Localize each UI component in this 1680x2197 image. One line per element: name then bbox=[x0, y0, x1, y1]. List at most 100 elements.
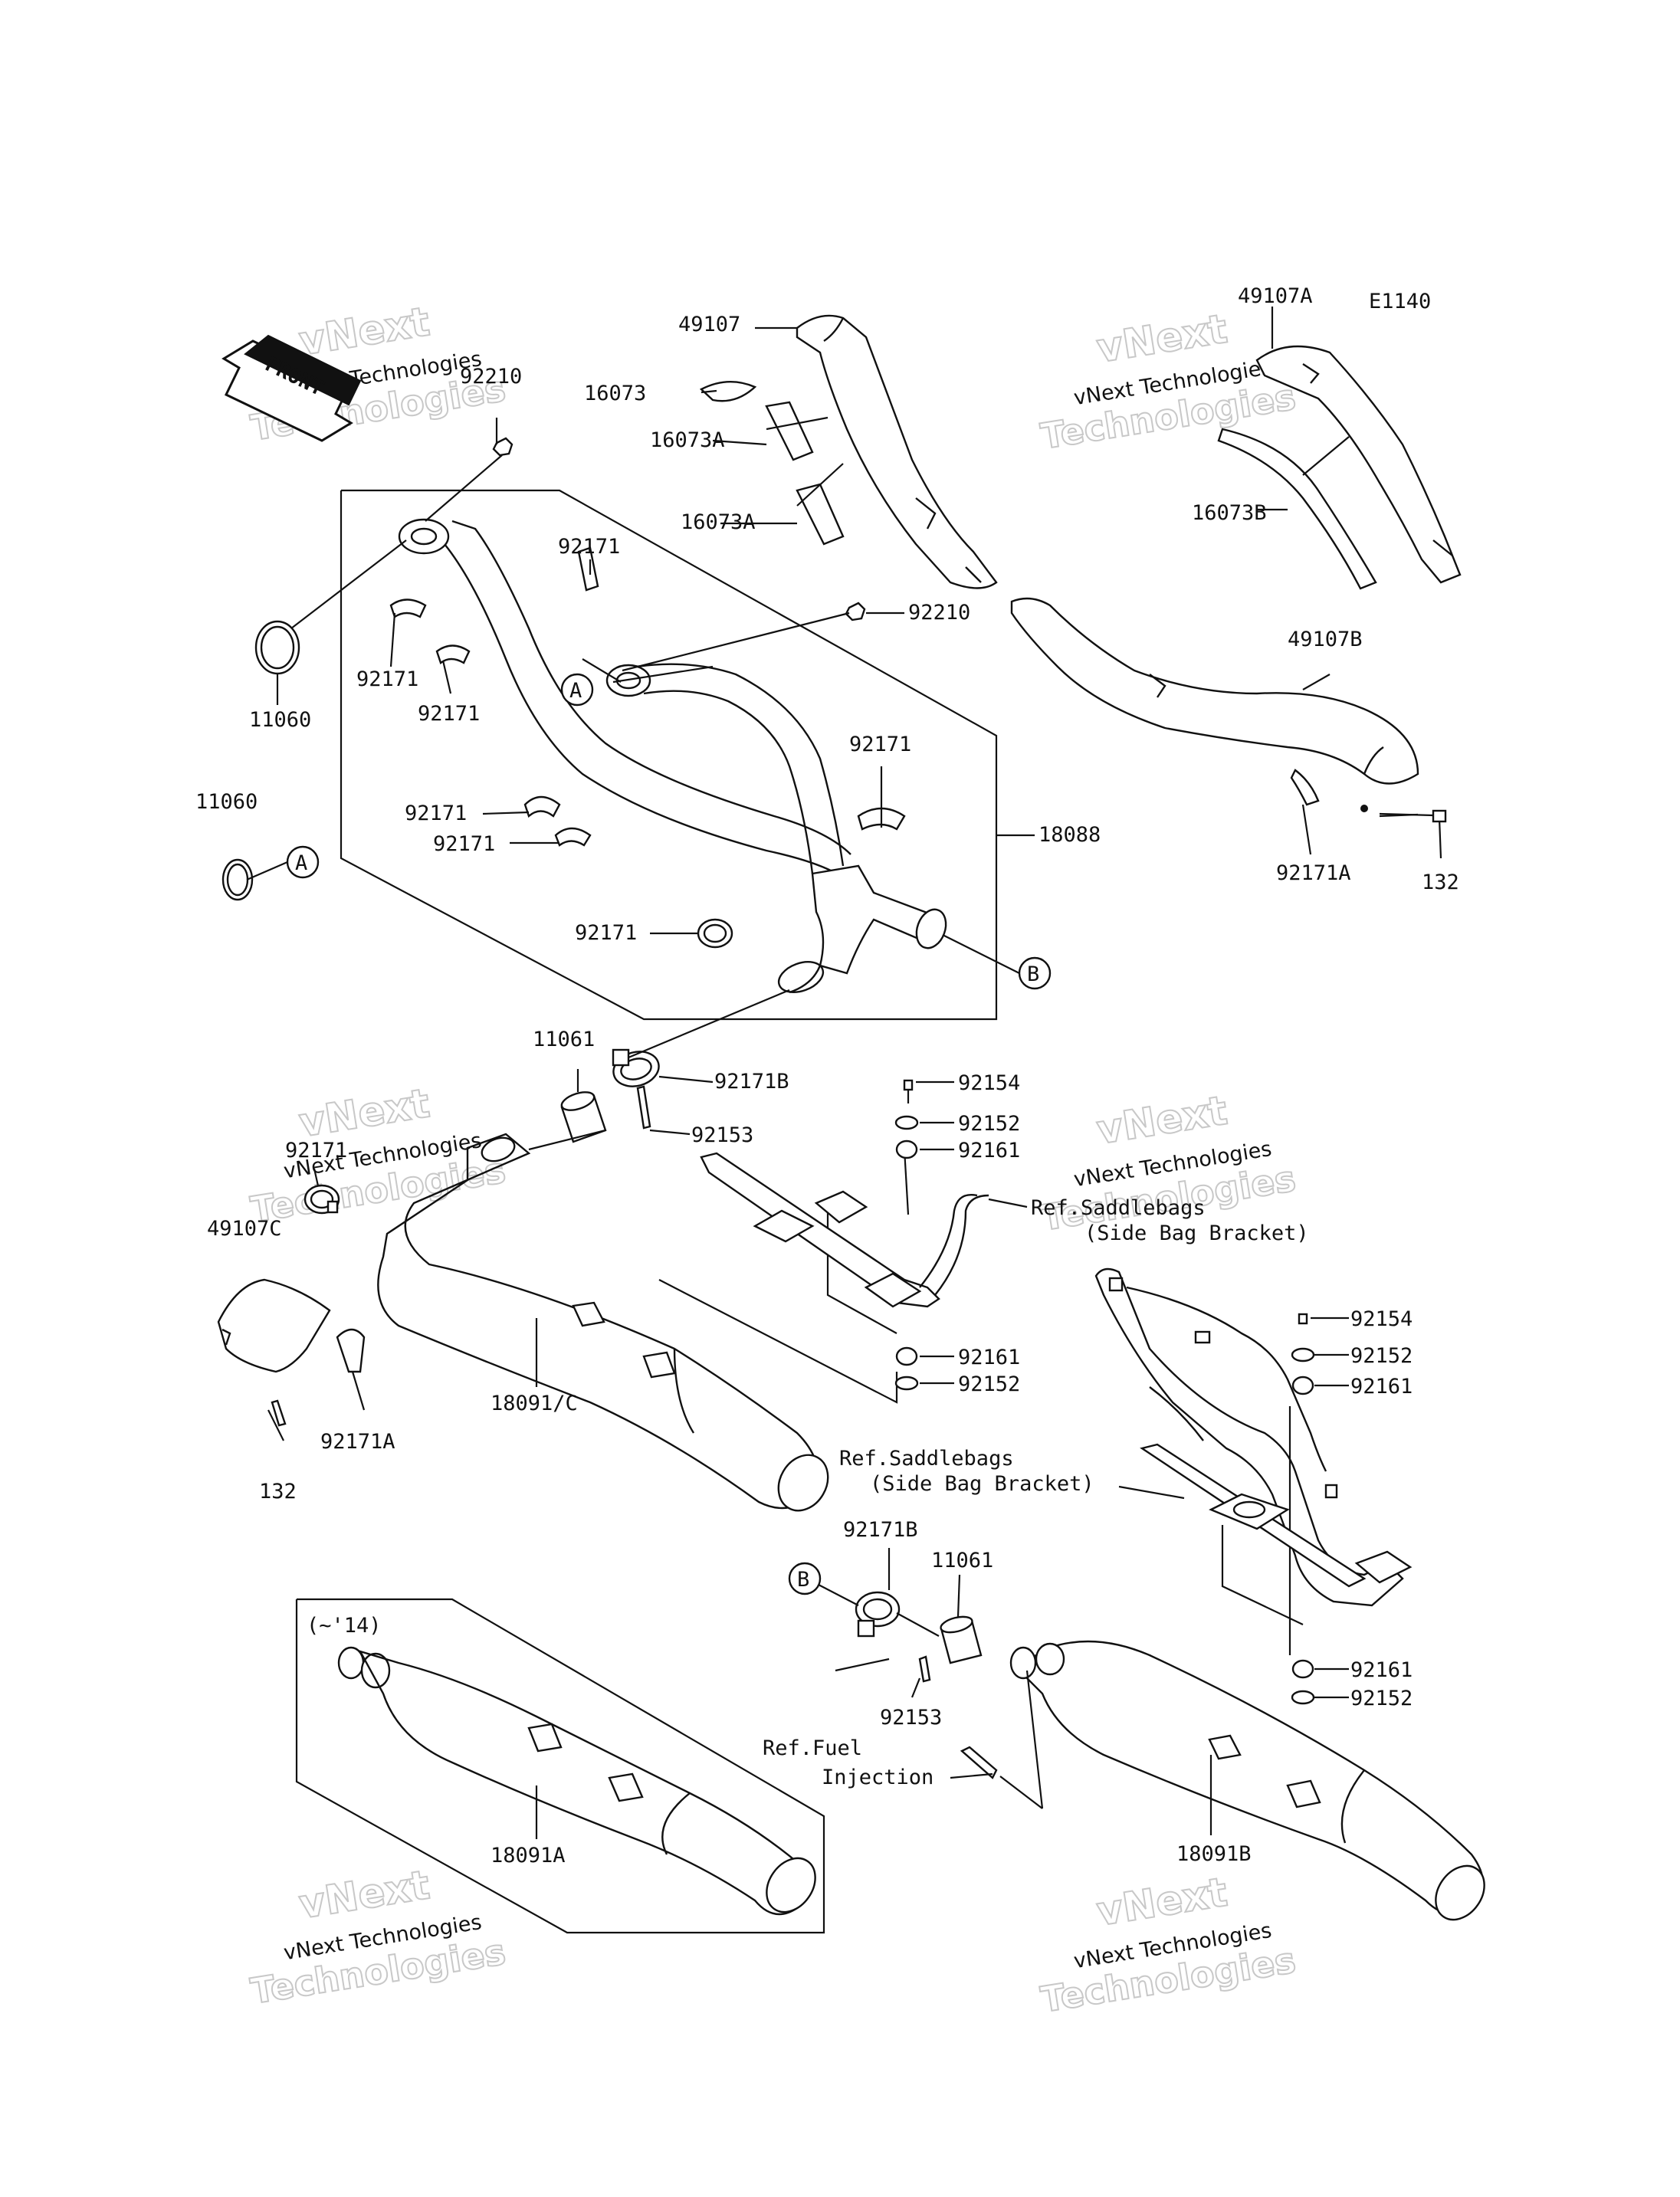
label-92171-7: 92171 bbox=[575, 921, 637, 945]
bolt-132-lower bbox=[271, 1399, 287, 1427]
hardware-stack-upper bbox=[894, 1079, 954, 1391]
clamp-92171B-lower bbox=[855, 1591, 901, 1638]
svg-text:vNext: vNext bbox=[1094, 1088, 1230, 1154]
nut-92210-1 bbox=[492, 437, 514, 457]
label-49107B: 49107B bbox=[1288, 628, 1363, 651]
watermark-top-right: vNext Technologies vNext Technologies bbox=[1037, 306, 1299, 458]
heat-guard-49107B bbox=[1010, 597, 1419, 806]
label-92152-1: 92152 bbox=[958, 1112, 1020, 1136]
label-11061-2: 11061 bbox=[931, 1549, 993, 1572]
label-92152-2: 92152 bbox=[958, 1372, 1020, 1396]
label-92171-1: 92171 bbox=[558, 535, 620, 559]
svg-text:vNext: vNext bbox=[296, 1080, 432, 1146]
label-18088: 18088 bbox=[1039, 823, 1101, 847]
leader-lines-upper bbox=[246, 307, 1442, 974]
svg-text:A: A bbox=[569, 679, 582, 703]
label-92171-4: 92171 bbox=[405, 802, 467, 825]
svg-text:vNext: vNext bbox=[296, 1862, 432, 1928]
ref-saddlebags-lower-2: (Side Bag Bracket) bbox=[870, 1472, 1094, 1496]
clamp-92171-group bbox=[389, 546, 906, 949]
sleeve-11061-lower bbox=[940, 1615, 983, 1664]
label-16073: 16073 bbox=[584, 382, 646, 405]
label-92161-3: 92161 bbox=[1350, 1375, 1413, 1399]
label-16073B: 16073B bbox=[1192, 501, 1267, 525]
ref-saddlebags-upper-2: (Side Bag Bracket) bbox=[1084, 1221, 1309, 1245]
sleeve-11061-upper bbox=[560, 1091, 607, 1143]
callout-a-2: A bbox=[286, 845, 320, 879]
label-variant-note: (~'14) bbox=[307, 1614, 382, 1638]
svg-text:B: B bbox=[1027, 962, 1039, 986]
label-92161-4: 92161 bbox=[1350, 1658, 1413, 1682]
callout-b-1: B bbox=[1018, 956, 1052, 990]
header-pipe-18088 bbox=[398, 518, 947, 994]
callout-a-1: A bbox=[560, 673, 594, 707]
bolt-92153-upper bbox=[636, 1085, 651, 1130]
diagram-code: E1140 bbox=[1369, 290, 1431, 313]
label-16073A-2: 16073A bbox=[681, 510, 756, 534]
gasket-11060-1 bbox=[254, 620, 300, 675]
ref-saddlebags-upper-1: Ref.Saddlebags bbox=[1031, 1196, 1206, 1220]
label-92210-1: 92210 bbox=[460, 365, 522, 389]
label-49107: 49107 bbox=[678, 313, 740, 336]
label-92153-1: 92153 bbox=[691, 1123, 753, 1147]
heat-guard-49107 bbox=[796, 314, 998, 589]
svg-text:vNext: vNext bbox=[296, 299, 432, 365]
label-49107C: 49107C bbox=[207, 1217, 282, 1241]
label-92210-2: 92210 bbox=[908, 601, 970, 625]
ref-saddlebags-lower-1: Ref.Saddlebags bbox=[839, 1447, 1014, 1471]
label-92154-2: 92154 bbox=[1350, 1307, 1413, 1331]
label-92171-5: 92171 bbox=[433, 832, 495, 856]
reference-labels: Ref.Saddlebags (Side Bag Bracket) Ref.Sa… bbox=[763, 1196, 1309, 1789]
heat-guard-49107A bbox=[1255, 345, 1462, 584]
svg-text:vNext: vNext bbox=[1094, 307, 1230, 372]
label-92161-2: 92161 bbox=[958, 1346, 1020, 1369]
label-92152-4: 92152 bbox=[1350, 1687, 1413, 1710]
watermark-bottom-right: vNext Technologies vNext Technologies bbox=[1037, 1869, 1299, 2022]
bolt-132-upper bbox=[1379, 809, 1447, 823]
clamp-92171-left bbox=[304, 1184, 340, 1215]
label-16073A-1: 16073A bbox=[650, 428, 725, 452]
label-92171-6: 92171 bbox=[849, 733, 911, 756]
leader-lines-lower bbox=[818, 1548, 1212, 1835]
label-92171A-1: 92171A bbox=[1276, 861, 1351, 885]
label-11060-2: 11060 bbox=[195, 790, 258, 814]
header-pipe-frame bbox=[340, 489, 998, 1021]
label-92153-2: 92153 bbox=[880, 1706, 942, 1730]
ref-fuel-1: Ref.Fuel bbox=[763, 1736, 862, 1760]
label-92171-2: 92171 bbox=[356, 667, 418, 691]
muffler-18091A bbox=[337, 1646, 816, 1916]
hardware-stack-lower bbox=[1118, 1313, 1349, 1705]
oxygen-sensor bbox=[950, 1746, 998, 1779]
label-92154-1: 92154 bbox=[958, 1071, 1020, 1095]
saddlebag-bracket-lower bbox=[1094, 1267, 1413, 1607]
callout-b-2: B bbox=[788, 1562, 822, 1595]
heat-guard-49107C bbox=[217, 1278, 366, 1373]
muffler-18091C bbox=[377, 1133, 829, 1512]
clamp-92171B-upper bbox=[612, 1048, 660, 1087]
label-92171A-2: 92171A bbox=[320, 1430, 395, 1454]
label-49107A: 49107A bbox=[1238, 284, 1313, 308]
label-92171-3: 92171 bbox=[418, 702, 480, 726]
part-labels: 49107 16073 16073A 16073A 49107A 16073B … bbox=[195, 284, 1459, 1867]
svg-text:A: A bbox=[295, 851, 307, 875]
label-11060-1: 11060 bbox=[249, 708, 311, 732]
front-arrow-icon: FRONT bbox=[221, 334, 362, 442]
nut-92210-2 bbox=[845, 602, 866, 621]
ref-fuel-2: Injection bbox=[822, 1766, 934, 1789]
insulator-16073 bbox=[699, 380, 757, 402]
muffler-18091B bbox=[1009, 1640, 1485, 1921]
variant-muffler-frame bbox=[295, 1598, 825, 1934]
bolt-92153-lower bbox=[918, 1655, 931, 1683]
label-132-2: 132 bbox=[259, 1480, 297, 1503]
label-92171B-2: 92171B bbox=[843, 1518, 918, 1542]
pad-16073A-2 bbox=[796, 483, 845, 546]
insulator-16073B bbox=[1217, 428, 1377, 590]
label-92171B-1: 92171B bbox=[714, 1070, 789, 1094]
pad-16073A-1 bbox=[765, 401, 814, 461]
svg-text:vNext: vNext bbox=[1094, 1870, 1230, 1936]
label-18091A: 18091A bbox=[491, 1844, 566, 1867]
label-92152-3: 92152 bbox=[1350, 1344, 1413, 1368]
label-132-1: 132 bbox=[1422, 871, 1459, 894]
label-92161-1: 92161 bbox=[958, 1139, 1020, 1162]
